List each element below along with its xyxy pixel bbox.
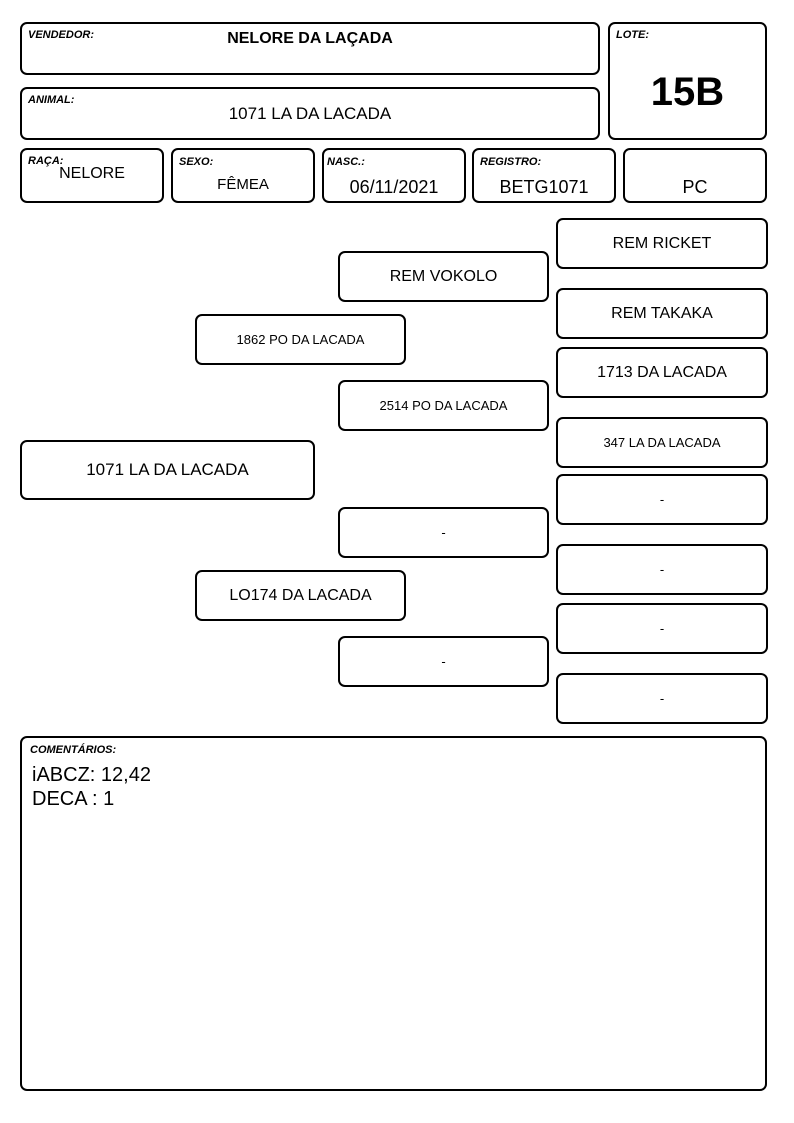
vendedor-label: VENDEDOR: [28, 29, 95, 41]
animal-box: ANIMAL: 1071 LA DA LACADA [20, 87, 600, 140]
pedigree-bisavo-3: 1713 DA LACADA [556, 347, 768, 398]
sexo-value: FÊMEA [217, 176, 269, 193]
comentarios-label: COMENTÁRIOS: [30, 744, 117, 756]
pedigree-bisavo-6: - [556, 544, 768, 595]
sexo-label: SEXO: [179, 156, 214, 168]
nasc-box: NASC.: 06/11/2021 [322, 148, 466, 203]
lote-box: LOTE: 15B [608, 22, 767, 140]
pedigree-bisavo-1: REM RICKET [556, 218, 768, 269]
raca-label: RAÇA: [28, 155, 64, 167]
comentarios-text: iABCZ: 12,42 DECA : 1 [32, 763, 151, 811]
comentarios-box: COMENTÁRIOS: iABCZ: 12,42 DECA : 1 [20, 736, 767, 1091]
animal-label: ANIMAL: [28, 94, 75, 106]
pedigree-mae: LO174 DA LACADA [195, 570, 406, 621]
lote-label: LOTE: [616, 29, 649, 41]
raca-box: RAÇA: NELORE [20, 148, 164, 203]
vendedor-value: NELORE DA LAÇADA [227, 30, 393, 47]
vendedor-box: VENDEDOR: NELORE DA LAÇADA [20, 22, 600, 75]
registro-label: REGISTRO: [480, 156, 542, 168]
registro-value: BETG1071 [499, 177, 589, 197]
comentario-line-deca: DECA : 1 [32, 788, 115, 810]
animal-value: 1071 LA DA LACADA [228, 104, 392, 123]
categoria-value: PC [682, 177, 708, 197]
pedigree-bisavo-7: - [556, 603, 768, 654]
registro-box: REGISTRO: BETG1071 [472, 148, 616, 203]
nasc-value: 06/11/2021 [349, 177, 439, 197]
nasc-label: NASC.: [327, 156, 365, 168]
pedigree-avo-paterno: REM VOKOLO [338, 251, 549, 302]
lote-value: 15B [650, 70, 725, 114]
raca-value: NELORE [59, 165, 125, 182]
pedigree-bisavo-8: - [556, 673, 768, 724]
pedigree-avo-materno: - [338, 507, 549, 558]
pedigree-bisavo-5: - [556, 474, 768, 525]
comentario-line-iabcz: iABCZ: 12,42 [32, 764, 151, 786]
pedigree-bisavo-4: 347 LA DA LACADA [556, 417, 768, 468]
pedigree-pai: 1862 PO DA LACADA [195, 314, 406, 365]
pedigree-bisavo-2: REM TAKAKA [556, 288, 768, 339]
categoria-box: PC [623, 148, 767, 203]
pedigree-animal: 1071 LA DA LACADA [20, 440, 315, 500]
pedigree-avo-materna: - [338, 636, 549, 687]
sexo-box: SEXO: FÊMEA [171, 148, 315, 203]
pedigree-avo-paterna: 2514 PO DA LACADA [338, 380, 549, 431]
